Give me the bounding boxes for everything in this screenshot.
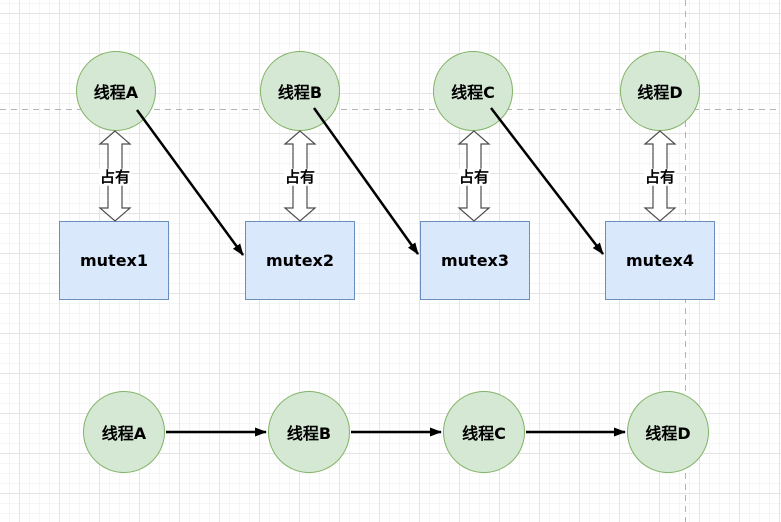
wait-chain-thread-d-node[interactable]: 线程D (627, 391, 709, 473)
thread-b-node[interactable]: 线程B (260, 51, 340, 131)
thread-a-node[interactable]: 线程A (76, 51, 156, 131)
thread-c-node[interactable]: 线程C (433, 51, 513, 131)
mutex3-node[interactable]: mutex3 (420, 221, 530, 300)
mutex1-label: mutex1 (79, 251, 148, 270)
thread-b-label: 线程B (277, 83, 323, 102)
wait-chain-thread-b-node[interactable]: 线程B (268, 391, 350, 473)
wait-chain-thread-a-label: 线程A (101, 424, 147, 443)
thread-d-node[interactable]: 线程D (620, 51, 700, 131)
wait-chain-thread-c-label: 线程C (462, 424, 506, 443)
mutex2-label: mutex2 (265, 251, 334, 270)
wait-chain-thread-a-node[interactable]: 线程A (83, 391, 165, 473)
thread-c-label: 线程C (451, 83, 495, 102)
wait-chain-thread-c-node[interactable]: 线程C (443, 391, 525, 473)
hold-label-c: 占有 (457, 167, 491, 186)
mutex1-node[interactable]: mutex1 (59, 221, 169, 300)
wait-chain-thread-d-label: 线程D (645, 424, 691, 443)
thread-d-label: 线程D (637, 83, 683, 102)
thread-a-label: 线程A (93, 83, 139, 102)
wait-chain-thread-b-label: 线程B (286, 424, 332, 443)
hold-label-b: 占有 (283, 167, 317, 186)
mutex4-label: mutex4 (625, 251, 694, 270)
mutex3-label: mutex3 (440, 251, 509, 270)
mutex4-node[interactable]: mutex4 (605, 221, 715, 300)
hold-label-a: 占有 (98, 167, 132, 186)
mutex2-node[interactable]: mutex2 (245, 221, 355, 300)
hold-label-d: 占有 (643, 167, 677, 186)
